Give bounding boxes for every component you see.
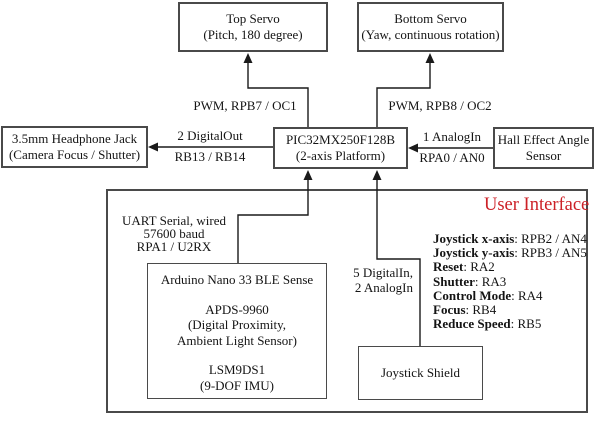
- joystick-shield-box: Joystick Shield: [358, 346, 483, 400]
- edge-label-analogin-pins: RPA0 / AN0: [419, 150, 485, 165]
- pin-assignment-list: Joystick x-axis: RPB2 / AN4 Joystick y-a…: [433, 231, 587, 332]
- bottom-servo-desc: (Yaw, continuous rotation): [361, 27, 500, 42]
- headphone-name: 3.5mm Headphone Jack: [11, 131, 138, 147]
- pin-row: Reset: RA2: [433, 259, 495, 275]
- arduino-nano-box: Arduino Nano 33 BLE Sense APDS-9960 (Dig…: [147, 263, 327, 399]
- wire-pic32-to-top-servo: [247, 60, 309, 127]
- edge-label-digitalout-pins: RB13 / RB14: [174, 149, 246, 164]
- pic32-name: PIC32MX250F128B: [285, 132, 396, 148]
- pin-row: Control Mode: RA4: [433, 287, 543, 303]
- joystick-io-line1: 5 DigitalIn,: [353, 265, 413, 280]
- arrowhead-pic32-right: [408, 143, 418, 153]
- arrowhead-top-servo: [243, 53, 253, 63]
- imu-desc: (9-DOF IMU): [199, 377, 275, 393]
- top-servo-box: Top Servo (Pitch, 180 degree): [178, 2, 328, 52]
- pin-row: Focus: RB4: [433, 302, 497, 318]
- headphone-desc: (Camera Focus / Shutter): [8, 147, 141, 162]
- pin-row: Joystick x-axis: RPB2 / AN4: [433, 231, 587, 246]
- arrowhead-pic32-bottom-right: [372, 170, 382, 180]
- edge-label-analogin: 1 AnalogIn: [422, 129, 482, 144]
- user-interface-title: User Interface: [484, 195, 590, 215]
- hall-name: Hall Effect Angle: [497, 132, 590, 148]
- wire-pic32-to-bottom-servo: [376, 60, 431, 127]
- uart-line1: UART Serial, wired: [121, 213, 227, 228]
- arrowhead-headphone: [148, 142, 158, 152]
- uart-line3: RPA1 / U2RX: [136, 238, 212, 254]
- joystick-shield-name: Joystick Shield: [380, 365, 461, 381]
- bottom-servo-name: Bottom Servo: [394, 11, 467, 27]
- hall-desc: Sensor: [525, 148, 562, 163]
- imu-name: LSM9DS1: [208, 362, 266, 378]
- headphone-jack-box: 3.5mm Headphone Jack (Camera Focus / Shu…: [1, 126, 148, 168]
- hall-effect-sensor-box: Hall Effect Angle Sensor: [493, 127, 594, 169]
- top-servo-name: Top Servo: [226, 11, 280, 27]
- edge-label-uart: UART Serial, wired 57600 baud RPA1 / U2R…: [121, 213, 227, 254]
- edge-label-pwm-oc1: PWM, RPB7 / OC1: [193, 98, 297, 113]
- arrowhead-pic32-bottom-left: [303, 170, 313, 180]
- pin-row: Joystick y-axis: RPB3 / AN5: [433, 245, 587, 261]
- apds-sensor-name: APDS-9960: [205, 301, 269, 317]
- arrowhead-bottom-servo: [425, 53, 435, 63]
- apds-sensor-desc1: (Digital Proximity,: [187, 317, 287, 333]
- pic32-mcu-box: PIC32MX250F128B (2-axis Platform): [273, 127, 408, 169]
- uart-line2: 57600 baud: [143, 225, 205, 241]
- top-servo-desc: (Pitch, 180 degree): [203, 27, 303, 42]
- apds-sensor-desc2: Ambient Light Sensor): [177, 332, 297, 348]
- edge-label-pwm-oc2: PWM, RPB8 / OC2: [388, 98, 492, 113]
- arduino-name: Arduino Nano 33 BLE Sense: [160, 272, 314, 287]
- pin-row: Reduce Speed: RB5: [433, 316, 542, 332]
- pin-row: Shutter: RA3: [433, 273, 507, 289]
- bottom-servo-box: Bottom Servo (Yaw, continuous rotation): [357, 2, 504, 52]
- joystick-io-line2: 2 AnalogIn: [354, 280, 413, 295]
- pic32-desc: (2-axis Platform): [295, 148, 386, 163]
- edge-label-digitalout: 2 DigitalOut: [177, 128, 243, 143]
- edge-label-joystick-io: 5 DigitalIn, 2 AnalogIn: [323, 265, 413, 295]
